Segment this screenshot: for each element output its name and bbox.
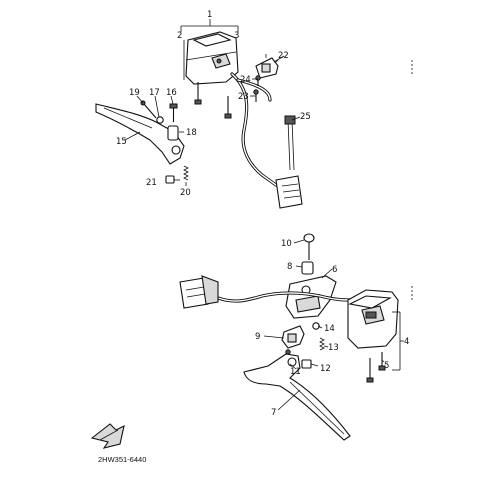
label-part-12: 12 <box>320 364 331 374</box>
label-part-9: 9 <box>255 332 260 342</box>
label-part-22: 22 <box>278 51 289 61</box>
cable-band-25 <box>284 115 296 171</box>
bolt-10 <box>303 233 315 260</box>
label-part-2: 2 <box>177 31 182 41</box>
leader-lines-lower <box>263 239 404 411</box>
label-part-7: 7 <box>271 408 276 418</box>
wire-harness-lower <box>216 291 354 303</box>
screw-23 <box>253 89 259 102</box>
bolt-16 <box>169 103 178 122</box>
label-part-21: 21 <box>146 178 157 188</box>
switch-9 <box>281 325 305 349</box>
screw-3 <box>224 96 232 119</box>
spring-13 <box>319 337 325 351</box>
label-part-5: 5 <box>384 361 389 371</box>
label-part-8: 8 <box>287 262 292 272</box>
screw-5a <box>366 358 374 383</box>
nut-14 <box>312 322 320 330</box>
lever-7 <box>243 353 351 441</box>
label-part-18: 18 <box>186 128 197 138</box>
lever-holder-6 <box>285 275 337 319</box>
label-part-4: 4 <box>404 337 409 347</box>
screw-2 <box>194 82 202 105</box>
label-part-16: 16 <box>166 88 177 98</box>
switch-housing-lower <box>347 289 399 349</box>
nut-12 <box>301 359 312 369</box>
nut-21 <box>165 175 175 184</box>
label-part-15: 15 <box>116 137 127 147</box>
catalog-code: 2HW351-6440 <box>98 455 146 464</box>
front-arrow-icon <box>90 423 125 449</box>
nut-17 <box>156 116 164 124</box>
label-part-11: 11 <box>290 367 301 377</box>
label-part-23: 23 <box>238 92 249 102</box>
label-part-13: 13 <box>328 343 339 353</box>
label-part-1: 1 <box>207 10 212 20</box>
spring-20 <box>183 165 189 181</box>
collar-8 <box>301 261 314 275</box>
lever-15 <box>95 103 185 165</box>
label-part-25: 25 <box>300 112 311 122</box>
leader-lines-upper <box>124 55 301 186</box>
label-part-3: 3 <box>234 31 239 41</box>
connector-upper <box>275 175 303 209</box>
clutch-switch-22 <box>255 54 279 79</box>
label-part-10: 10 <box>281 239 292 249</box>
wire-harness-upper <box>230 72 278 187</box>
label-part-24: 24 <box>240 75 251 85</box>
label-part-14: 14 <box>324 324 335 334</box>
label-part-20: 20 <box>180 188 191 198</box>
switch-housing-upper <box>185 31 239 85</box>
screw-5b <box>378 352 386 371</box>
collar-18 <box>167 125 179 141</box>
label-part-19: 19 <box>129 88 140 98</box>
label-part-17: 17 <box>149 88 160 98</box>
label-part-6: 6 <box>332 265 337 275</box>
adjuster-19 <box>140 100 157 119</box>
connector-lower <box>179 275 219 309</box>
